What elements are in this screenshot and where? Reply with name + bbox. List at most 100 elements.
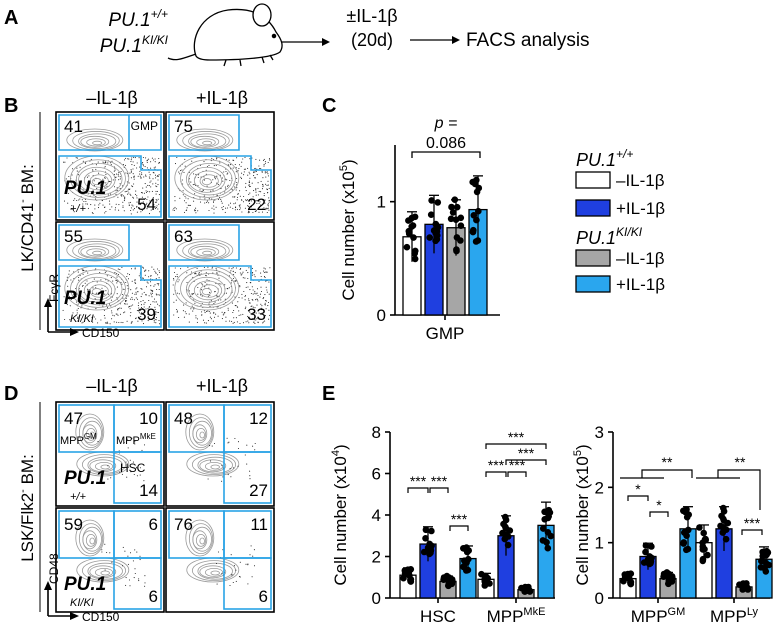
facs-event (139, 474, 141, 476)
facs-event (116, 272, 118, 275)
facs-event (254, 210, 256, 212)
facs-event (107, 280, 109, 282)
facs-event (148, 158, 150, 160)
significance-bracket (449, 525, 469, 531)
facs-event (130, 170, 132, 172)
facs-event (176, 273, 178, 275)
facs-event (132, 186, 134, 188)
facs-event (260, 191, 262, 193)
facs-event (64, 161, 66, 163)
facs-event (128, 158, 130, 160)
facs-event (121, 266, 123, 268)
facs-event (154, 284, 156, 286)
facs-event (194, 193, 196, 195)
facs-event (118, 179, 120, 181)
facs-event (131, 164, 133, 166)
facs-event (205, 272, 207, 274)
data-point (669, 574, 676, 582)
facs-event (90, 158, 92, 160)
facs-event (87, 290, 89, 292)
facs-event (257, 194, 259, 196)
facs-event (256, 199, 258, 202)
facs-contour (66, 128, 124, 152)
facs-event (154, 161, 156, 163)
facs-event (268, 209, 270, 211)
facs-event (66, 157, 68, 159)
data-point (420, 548, 428, 556)
significance-star: *** (431, 473, 448, 489)
facs-event (103, 162, 105, 164)
facs-event (268, 318, 270, 320)
facs-event (90, 204, 92, 206)
legend-label-ki-plus: +IL-1β (616, 275, 665, 294)
facs-event (233, 186, 236, 188)
facs-event (141, 313, 143, 315)
data-point (545, 506, 553, 514)
facs-event (267, 175, 269, 177)
facs-event (260, 180, 262, 182)
facs-event (191, 305, 193, 307)
data-point (470, 226, 477, 234)
facs-event (204, 202, 206, 204)
facs-contour (78, 243, 117, 259)
facs-event (141, 209, 143, 211)
facs-event (102, 180, 104, 182)
facs-event (241, 273, 243, 275)
facs-event (82, 160, 84, 162)
facs-contour (185, 413, 215, 451)
facs-event (243, 171, 245, 173)
data-point (680, 539, 688, 546)
facs-event (151, 157, 153, 159)
facs-event (101, 549, 103, 551)
facs-event (251, 286, 253, 288)
facs-event (205, 274, 207, 276)
facs-contour (87, 456, 123, 474)
data-point (457, 222, 465, 229)
facs-event (247, 583, 249, 585)
facs-event (229, 584, 231, 587)
facs-genotype-sub: KI/KI (70, 313, 94, 325)
facs-event (111, 206, 113, 208)
facs-event (132, 161, 134, 163)
facs-event (135, 288, 137, 290)
data-point (762, 559, 770, 567)
facs-event (204, 281, 206, 284)
facs-event (92, 169, 94, 171)
facs-event (250, 206, 252, 208)
facs-event (147, 196, 149, 198)
data-point (428, 527, 435, 535)
facs-event (247, 564, 249, 566)
facs-event (138, 312, 140, 314)
facs-event (124, 191, 126, 193)
facs-event (139, 175, 141, 177)
facs-event (69, 319, 71, 321)
facs-event (114, 272, 116, 274)
facs-event (155, 322, 157, 324)
facs-event (128, 204, 130, 206)
facs-event (260, 290, 263, 293)
facs-event (188, 178, 190, 180)
facs-event (266, 289, 268, 291)
facs-event (153, 321, 155, 323)
facs-event (122, 546, 124, 548)
facs-event (258, 211, 260, 213)
facs-event (239, 322, 241, 325)
facs-event (253, 175, 255, 177)
facs-event (251, 308, 253, 310)
facs-event (199, 197, 201, 199)
facs-event (226, 179, 228, 181)
facs-event (209, 305, 211, 307)
facs-event (104, 177, 106, 179)
facs-event (265, 271, 267, 273)
facs-event (154, 311, 156, 313)
facs-event (235, 305, 237, 307)
y-tick-label: 8 (372, 423, 381, 442)
facs-event (104, 212, 106, 214)
facs-event (76, 170, 78, 172)
facs-event (176, 308, 178, 311)
facs-event (233, 273, 235, 276)
facs-event (242, 158, 244, 160)
